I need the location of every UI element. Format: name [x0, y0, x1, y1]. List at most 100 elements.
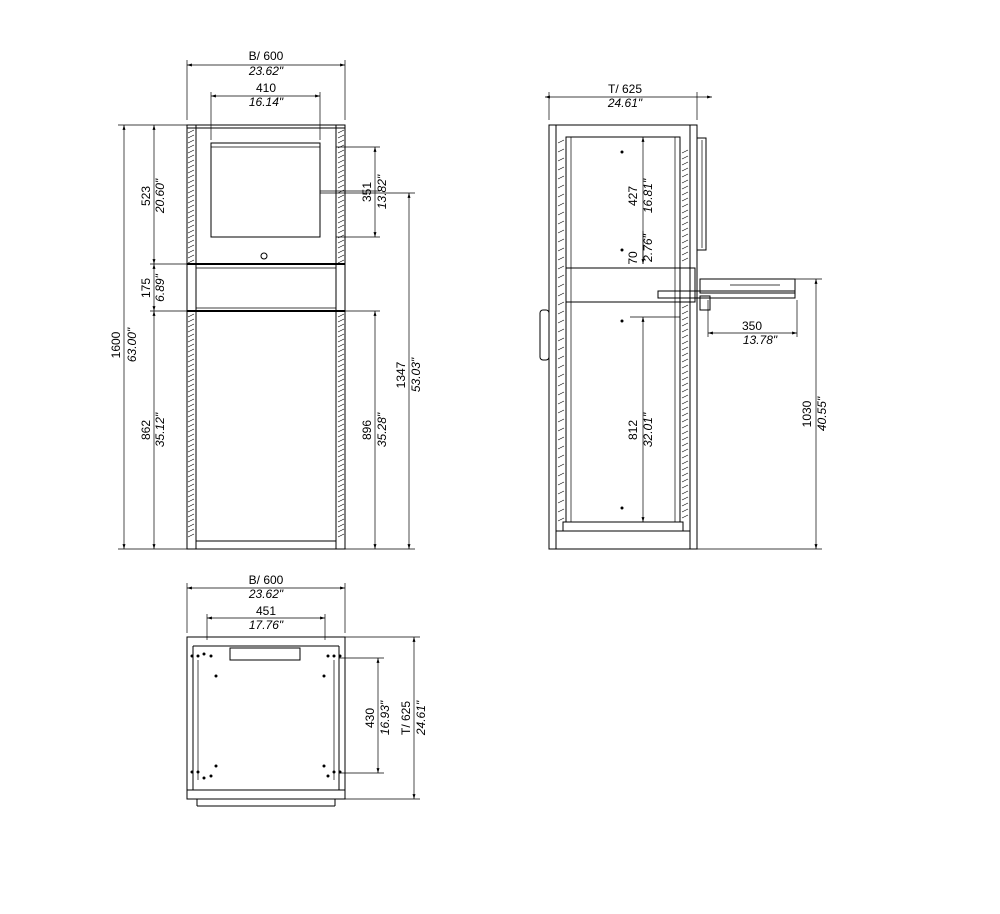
- height-to-screen-mm: 1347: [394, 361, 408, 388]
- screen-height-mm: 351: [360, 182, 374, 202]
- perforation-mark: [187, 478, 195, 483]
- perforation-mark: [681, 257, 689, 262]
- perforation-mark: [557, 148, 565, 153]
- perforation-mark: [337, 358, 345, 363]
- perforation-mark: [557, 193, 565, 198]
- perforation-mark: [337, 343, 345, 348]
- perforation-mark: [337, 518, 345, 523]
- middle-section-in: 6.89": [153, 273, 167, 301]
- top-view: B/ 600 23.62" 451 17.76" 430 16.93" T/ 6…: [186, 573, 428, 807]
- perforation-mark: [681, 179, 689, 184]
- mounting-hole: [322, 764, 326, 768]
- perforation-mark: [337, 229, 345, 234]
- perforation-mark: [187, 209, 195, 214]
- door-height-in: 35.28": [375, 412, 389, 447]
- perforation-mark: [337, 134, 345, 139]
- perforation-mark: [681, 406, 689, 411]
- perforation-mark: [337, 463, 345, 468]
- keyboard-height-mm: 1030: [800, 400, 814, 427]
- perforation-mark: [337, 144, 345, 149]
- perforation-mark: [681, 227, 689, 232]
- bottom-section-in: 35.12": [153, 412, 167, 447]
- perforation-mark: [681, 424, 689, 429]
- lower-compartment-in: 32.01": [641, 412, 655, 447]
- perforation-mark: [557, 355, 565, 360]
- door-height-mm: 896: [360, 420, 374, 440]
- perforation-mark: [681, 514, 689, 519]
- perforation-mark: [681, 191, 689, 196]
- perforation-mark: [681, 185, 689, 190]
- perforation-mark: [557, 319, 565, 324]
- perforation-mark: [557, 274, 565, 279]
- keyboard-extension-in: 13.78": [743, 333, 778, 347]
- inner-depth-mm: 430: [363, 708, 377, 728]
- perforation-mark: [681, 508, 689, 513]
- perforation-mark: [557, 436, 565, 441]
- perforation-mark: [681, 215, 689, 220]
- perforation-mark: [681, 484, 689, 489]
- perforation-mark: [187, 169, 195, 174]
- perforation-mark: [337, 184, 345, 189]
- perforation-mark: [187, 129, 195, 134]
- perforation-mark: [337, 194, 345, 199]
- cable-slot: [229, 647, 301, 661]
- perforation-mark: [187, 398, 195, 403]
- perforation-mark: [337, 214, 345, 219]
- perforation-mark: [681, 454, 689, 459]
- front-view: B/ 600 23.62" 410 16.14" 1600 63.00" 523…: [109, 49, 423, 550]
- inner-width-in: 17.76": [249, 618, 284, 632]
- perforation-mark: [187, 159, 195, 164]
- perforation-mark: [557, 481, 565, 486]
- perforation-mark: [337, 398, 345, 403]
- perforation-mark: [187, 418, 195, 423]
- perforation-mark: [337, 259, 345, 264]
- perforation-mark: [187, 343, 195, 348]
- keyboard-shelf: [565, 267, 696, 303]
- perforation-mark: [557, 238, 565, 243]
- perforation-mark: [681, 197, 689, 202]
- perforation-mark: [337, 513, 345, 518]
- perforation-mark: [681, 328, 689, 333]
- perforation-mark: [187, 184, 195, 189]
- perforation-mark: [337, 448, 345, 453]
- perforation-mark: [187, 244, 195, 249]
- perforation-mark: [557, 166, 565, 171]
- perforation-mark: [681, 304, 689, 309]
- perforation-mark: [337, 169, 345, 174]
- perforation-mark: [681, 346, 689, 351]
- perforation-mark: [557, 283, 565, 288]
- front-width-mm: B/ 600: [249, 49, 284, 63]
- perforation-mark: [187, 204, 195, 209]
- mounting-hole: [326, 774, 330, 778]
- perforation-mark: [337, 408, 345, 413]
- perforation-mark: [187, 458, 195, 463]
- mounting-hole: [322, 674, 326, 678]
- perforation-mark: [337, 159, 345, 164]
- perforation-mark: [187, 338, 195, 343]
- mounting-hole: [620, 319, 624, 323]
- perforation-mark: [337, 368, 345, 373]
- perforation-mark: [681, 448, 689, 453]
- perforation-mark: [337, 318, 345, 323]
- perforation-mark: [681, 316, 689, 321]
- perforation-mark: [337, 493, 345, 498]
- perforation-mark: [337, 383, 345, 388]
- top-depth-mm: T/ 625: [399, 701, 413, 735]
- perforation-mark: [681, 418, 689, 423]
- mounting-points: [620, 150, 624, 510]
- perforation-mark: [337, 249, 345, 254]
- perforation-mark: [337, 373, 345, 378]
- perforation-mark: [557, 463, 565, 468]
- mounting-hole: [209, 654, 213, 658]
- perforation-mark: [557, 499, 565, 504]
- perforation-mark: [337, 473, 345, 478]
- perforation-mark: [337, 433, 345, 438]
- lock-icon: [260, 252, 268, 260]
- lower-compartment-mm: 812: [626, 420, 640, 440]
- top-width-mm: B/ 600: [249, 573, 284, 587]
- screen-width-in: 16.14": [249, 95, 284, 109]
- side-depth-in: 24.61": [607, 96, 643, 110]
- perforation-mark: [337, 508, 345, 513]
- perforation-mark: [187, 313, 195, 318]
- shelf-gap-in: 2.76": [641, 233, 655, 262]
